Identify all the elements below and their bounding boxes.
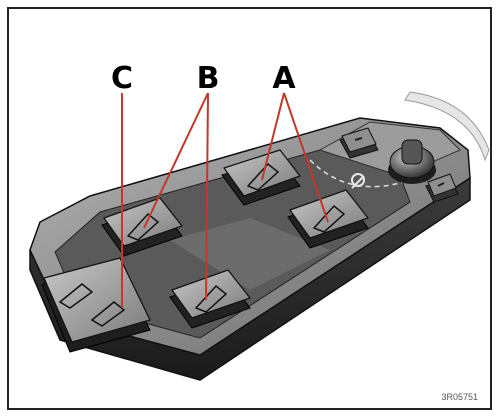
callout-c: C [111, 61, 133, 96]
callout-b: B [197, 61, 220, 96]
callout-a: A [272, 61, 296, 96]
figure-reference-code: 3R05751 [441, 392, 478, 402]
